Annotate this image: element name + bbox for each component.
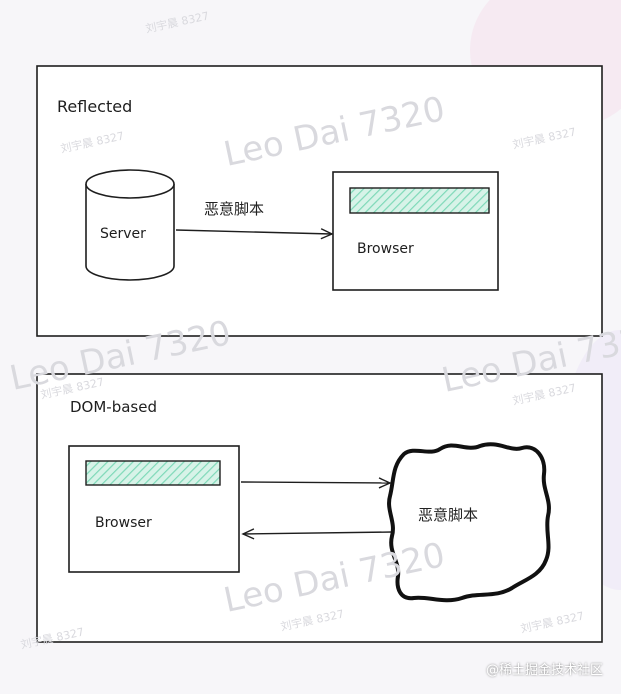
reflected-browser-hatched-bar [349,187,490,214]
dom-arrow-to-browser [241,528,393,540]
reflected-arrow [175,228,334,240]
reflected-browser-label: Browser [357,241,414,257]
source-credit: @稀土掘金技术社区 [485,663,603,678]
dom-browser-label: Browser [95,515,152,531]
reflected-title: Reflected [57,97,132,116]
dom-arrow-to-cloud [240,477,392,489]
reflected-arrow-label: 恶意脚本 [204,200,264,218]
server-database-icon [85,169,175,281]
cloud-label: 恶意脚本 [418,506,478,524]
malicious-script-cloud-icon [387,442,551,603]
dom-based-title: DOM-based [70,398,157,416]
dom-browser-hatched-bar [85,460,221,486]
server-label: Server [100,226,146,242]
